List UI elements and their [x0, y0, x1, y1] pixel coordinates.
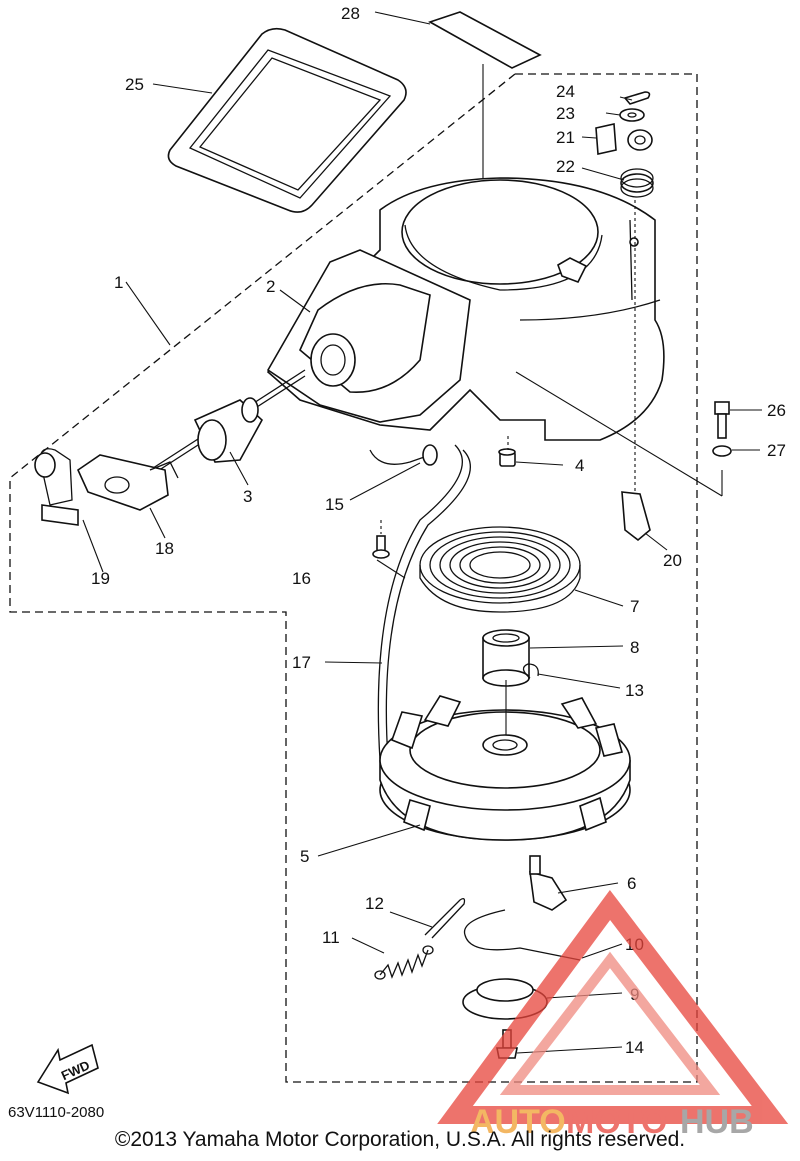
- part-15-hose: [369, 449, 431, 465]
- logo-text-hub: HUB: [680, 1103, 754, 1141]
- callout-13: 13: [625, 681, 644, 700]
- callout-2: 2: [266, 277, 275, 296]
- copyright-notice: ©2013 Yamaha Motor Corporation, U.S.A. A…: [114, 1128, 686, 1151]
- part-12-pin: [424, 898, 466, 939]
- callout-4: 4: [575, 456, 584, 475]
- logo-text-moto: MOTO: [566, 1103, 667, 1141]
- callout-28: 28: [341, 4, 360, 23]
- callout-18: 18: [155, 539, 174, 558]
- logo-triangle: [437, 889, 789, 1124]
- part-5-pulley: [379, 695, 631, 841]
- callout-5: 5: [300, 847, 309, 866]
- part-2-rope-guide: [266, 249, 471, 423]
- automotohub-logo: AUTO MOTO HUB: [437, 889, 789, 1141]
- callout-15: 15: [325, 495, 344, 514]
- part-18-connector: [76, 454, 179, 511]
- fwd-arrow-icon: FWD: [36, 1043, 99, 1095]
- part-20-lever: [621, 491, 651, 542]
- callout-25: 25: [125, 75, 144, 94]
- part-8-bushing: [482, 629, 530, 687]
- part-16-bolt: [372, 535, 390, 559]
- callout-11: 11: [322, 928, 340, 947]
- part-6-pawl: [529, 870, 568, 911]
- leader-lines: [82, 11, 762, 1054]
- part-27-washer: [712, 445, 732, 457]
- callout-7: 7: [630, 597, 639, 616]
- part-26-bolt: [714, 401, 730, 439]
- part-17-cable: [377, 444, 463, 761]
- callout-21: 21: [556, 128, 575, 147]
- diagram-code: 63V1110-2080: [8, 1104, 105, 1121]
- callout-19: 19: [91, 569, 110, 588]
- callout-16: 16: [292, 569, 311, 588]
- callout-1: 1: [114, 273, 123, 292]
- part-13-clip: [522, 663, 539, 679]
- part-28-label: [428, 11, 542, 69]
- part-3-handle: [149, 369, 306, 477]
- callout-6: 6: [627, 874, 636, 893]
- callout-23: 23: [556, 104, 575, 123]
- part-24-cotter-pin: [623, 91, 651, 105]
- part-19-clip: [34, 448, 79, 526]
- callout-22: 22: [556, 157, 575, 176]
- part-4-bushing: [498, 448, 516, 467]
- callout-3: 3: [243, 487, 252, 506]
- callout-20: 20: [663, 551, 682, 570]
- part-23-washer: [619, 108, 645, 122]
- part-25-gasket: [167, 27, 407, 213]
- assembly-boundary: [9, 73, 698, 1083]
- callout-14: 14: [625, 1038, 644, 1057]
- callout-12: 12: [365, 894, 384, 913]
- logo-text-auto: AUTO: [470, 1103, 566, 1141]
- callout-17: 17: [292, 653, 311, 672]
- part-7-spring: [419, 526, 581, 613]
- callout-24: 24: [556, 82, 575, 101]
- callout-27: 27: [767, 441, 786, 460]
- part-11-spring: [374, 945, 434, 980]
- callout-8: 8: [630, 638, 639, 657]
- part-21-bracket: [595, 123, 653, 155]
- part-22-spring: [620, 168, 654, 198]
- callout-26: 26: [767, 401, 786, 420]
- part-10-spring-clip: [463, 909, 581, 961]
